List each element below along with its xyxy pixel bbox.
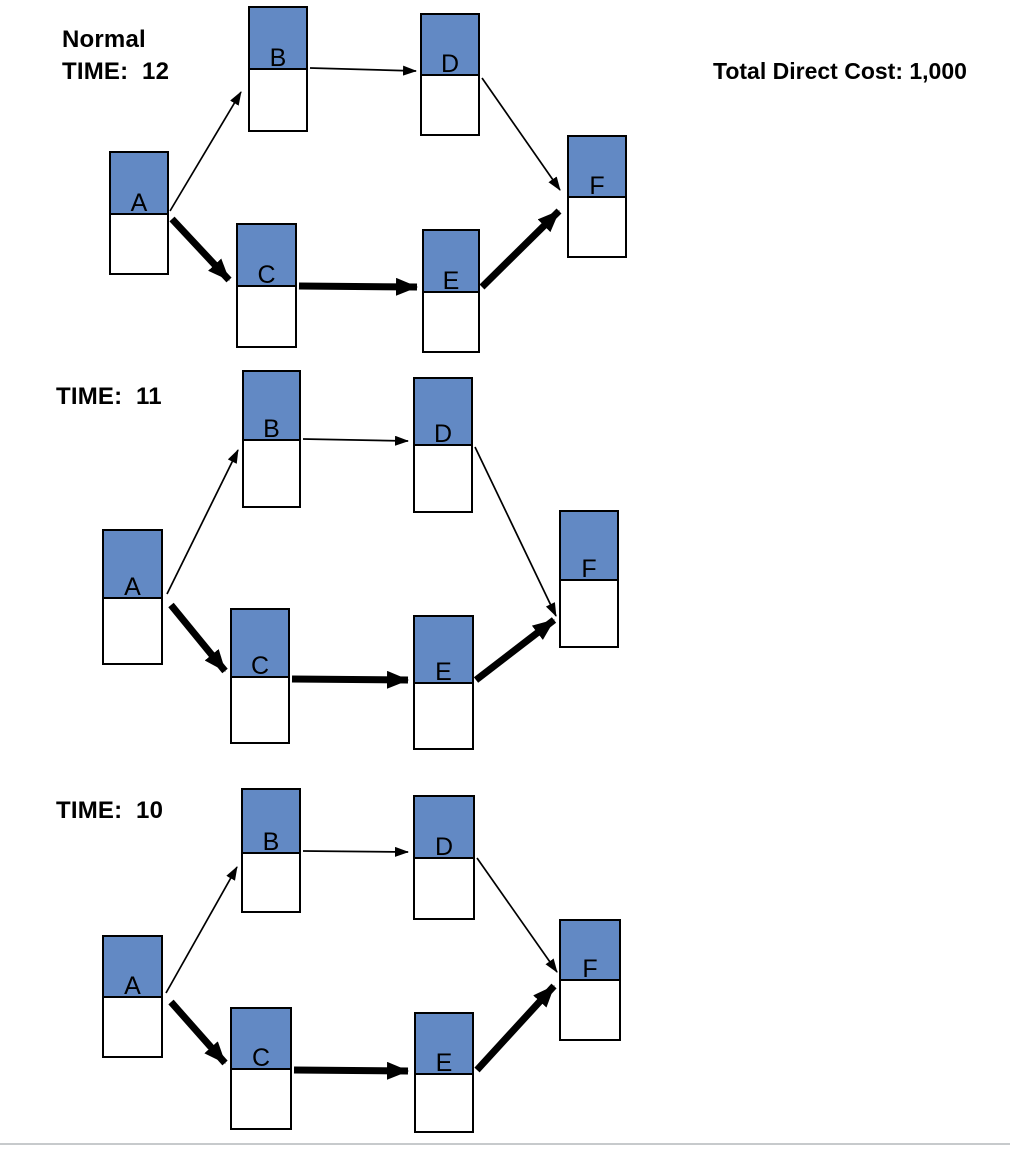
- node-D-letter: D: [433, 420, 453, 448]
- slide-bottom-divider: [0, 1143, 1010, 1145]
- node-D-network-normal-time-12: D: [420, 13, 480, 136]
- node-B-letter: B: [269, 44, 287, 72]
- node-B-blue-fill: [250, 8, 306, 70]
- node-A-blue-fill: [104, 937, 161, 998]
- edge-B-D-network-time-11: [302, 435, 409, 446]
- edge-A-C-network-time-10: [168, 999, 228, 1066]
- node-F-letter: F: [581, 555, 597, 583]
- node-F-blue-fill: [569, 137, 625, 198]
- node-C-letter: C: [251, 1044, 271, 1072]
- node-A-letter: A: [130, 189, 148, 217]
- node-E-network-normal-time-12: E: [422, 229, 480, 353]
- node-C-letter: C: [257, 261, 276, 289]
- edge-C-E-network-normal-time-12: [298, 277, 418, 296]
- node-F-network-time-10: F: [559, 919, 621, 1041]
- total-direct-cost-label: Total Direct Cost: 1,000: [713, 58, 967, 84]
- node-F-letter: F: [589, 172, 605, 200]
- node-E-letter: E: [435, 1049, 453, 1077]
- node-F-network-normal-time-12: F: [567, 135, 627, 258]
- edge-E-F-network-normal-time-12: [479, 208, 562, 290]
- node-E-network-time-11: E: [413, 615, 474, 750]
- node-A-network-normal-time-12: A: [109, 151, 169, 275]
- node-F-blue-fill: [561, 512, 617, 581]
- edge-D-F-network-time-11: [474, 446, 557, 617]
- node-D-blue-fill: [415, 379, 471, 446]
- node-A-blue-fill: [104, 531, 161, 599]
- node-B-blue-fill: [243, 790, 299, 854]
- edge-B-D-network-time-10: [302, 846, 409, 857]
- node-D-blue-fill: [422, 15, 478, 76]
- edge-D-F-network-time-10: [476, 857, 558, 973]
- edge-E-F-network-time-10: [474, 983, 557, 1073]
- node-D-letter: D: [440, 50, 460, 78]
- node-D-network-time-10: D: [413, 795, 475, 920]
- node-F-letter: F: [582, 955, 598, 983]
- node-F-blue-fill: [561, 921, 619, 981]
- node-C-letter: C: [250, 652, 270, 680]
- node-A-network-time-11: A: [102, 529, 163, 665]
- node-C-network-normal-time-12: C: [236, 223, 297, 348]
- edge-A-B-network-normal-time-12: [169, 91, 242, 212]
- edge-E-F-network-time-11: [473, 617, 557, 683]
- network-time-11-time-label: TIME: 11: [56, 383, 162, 410]
- node-A-network-time-10: A: [102, 935, 163, 1058]
- node-D-blue-fill: [415, 797, 473, 859]
- node-E-blue-fill: [424, 231, 478, 293]
- node-C-blue-fill: [232, 610, 288, 678]
- node-E-network-time-10: E: [414, 1012, 474, 1133]
- network-time-10-time-label: TIME: 10: [56, 797, 164, 824]
- node-B-network-time-11: B: [242, 370, 301, 508]
- node-B-network-normal-time-12: B: [248, 6, 308, 132]
- node-C-blue-fill: [232, 1009, 290, 1070]
- edge-A-C-network-normal-time-12: [169, 216, 232, 283]
- node-C-blue-fill: [238, 225, 295, 287]
- node-A-blue-fill: [111, 153, 167, 215]
- node-B-network-time-10: B: [241, 788, 301, 913]
- node-C-network-time-11: C: [230, 608, 290, 744]
- edge-B-D-network-normal-time-12: [309, 65, 417, 76]
- node-D-letter: D: [434, 833, 454, 861]
- node-C-network-time-10: C: [230, 1007, 292, 1130]
- node-E-letter: E: [435, 658, 452, 686]
- node-B-letter: B: [263, 415, 280, 443]
- edge-A-B-network-time-11: [166, 449, 239, 595]
- edge-D-F-network-normal-time-12: [481, 77, 561, 191]
- node-E-blue-fill: [416, 1014, 472, 1075]
- node-E-letter: E: [442, 267, 460, 295]
- node-D-network-time-11: D: [413, 377, 473, 513]
- network-normal-time-12-time-label: Normal TIME: 12: [62, 26, 170, 85]
- edge-A-B-network-time-10: [165, 866, 238, 994]
- node-E-blue-fill: [415, 617, 472, 684]
- node-F-network-time-11: F: [559, 510, 619, 648]
- node-A-letter: A: [124, 972, 141, 1000]
- edge-C-E-network-time-11: [291, 670, 409, 689]
- node-A-letter: A: [124, 573, 141, 601]
- edge-A-C-network-time-11: [168, 602, 228, 674]
- edge-C-E-network-time-10: [293, 1061, 409, 1080]
- node-B-letter: B: [262, 828, 280, 856]
- node-B-blue-fill: [244, 372, 299, 441]
